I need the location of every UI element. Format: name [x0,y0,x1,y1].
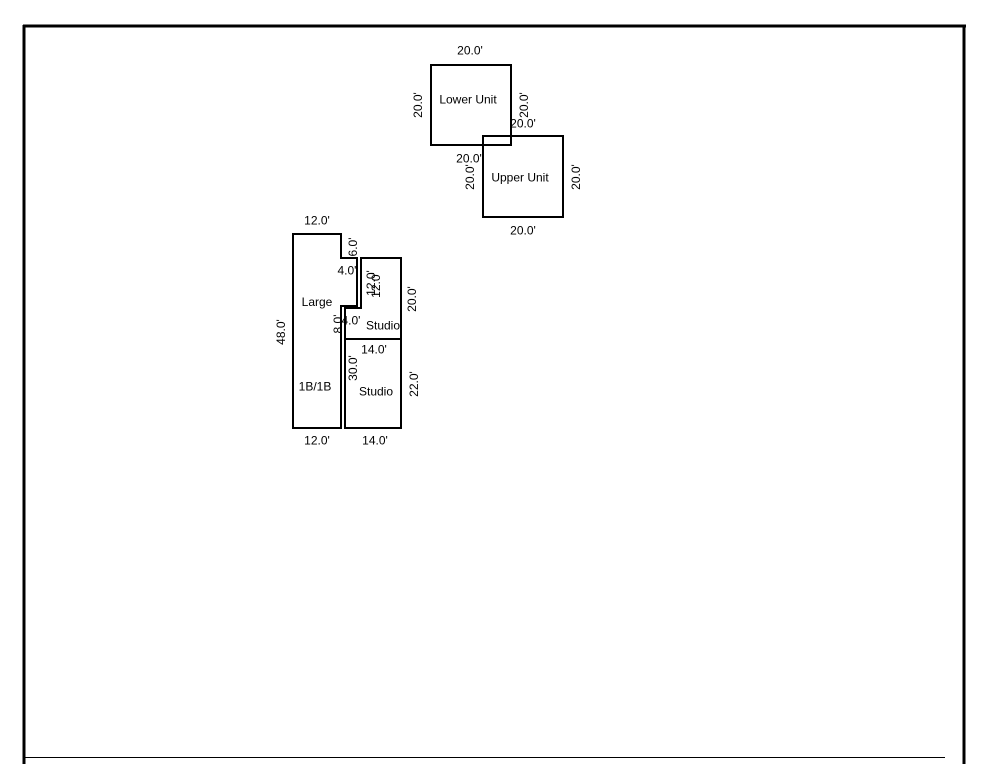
studio-upper-dim-right: 20.0' [405,286,419,312]
studio-lower-dim-bottom: 14.0' [362,434,388,448]
studio-lower-label: Studio [359,385,393,399]
large-unit-dim-bottom: 12.0' [304,434,330,448]
upper-unit-dim-left: 20.0' [463,164,477,190]
studio-upper-dim-bottom: 14.0' [361,343,387,357]
large-unit-dim-left: 48.0' [274,319,288,345]
upper-unit-dim-right: 20.0' [569,164,583,190]
upper-unit-dim-bottom: 20.0' [510,224,536,238]
upper-unit-label: Upper Unit [491,171,549,185]
studio-upper-label: Studio [366,319,400,333]
large-unit-dim-notch-depth: 6.0' [346,238,360,257]
large-unit-dim-notch-width: 4.0' [338,264,357,278]
large-unit-dim-top: 12.0' [304,214,330,228]
studio-lower-dim-left: 30.0' [346,355,360,381]
large-unit-dim-inner-a: 8.0' [331,315,345,334]
large-unit-label-line2: 1B/1B [299,380,332,394]
large-unit-label-line1: Large [302,295,333,309]
studio-upper-unit: Studio 20.0' 12.0' 12.0' 14.0' [344,257,419,357]
studio-upper-dim-left-b: 12.0' [369,272,383,298]
lower-unit-dim-right: 20.0' [517,92,531,118]
studio-lower-outline [344,338,402,429]
studio-upper-dim-left-a: 12.0' [364,270,378,296]
large-unit-dim-inner-b: 4.0' [342,314,361,328]
studio-lower-unit: Studio 22.0' 30.0' 14.0' [344,338,421,448]
lower-unit-outline [430,64,512,146]
upper-unit-dim-top: 20.0' [510,117,536,131]
lower-unit-label: Lower Unit [439,93,497,107]
large-unit: Large 1B/1B 12.0' 48.0' 12.0' 6.0' 4.0' … [274,214,360,448]
lower-unit-dim-bottom: 20.0' [456,152,482,166]
studio-lower-dim-right: 22.0' [407,371,421,397]
lower-unit-dim-top: 20.0' [457,44,483,58]
lower-unit-dim-left: 20.0' [411,92,425,118]
large-unit-outline [292,233,358,429]
lower-unit: Lower Unit 20.0' 20.0' 20.0' 20.0' [411,44,531,166]
upper-unit-outline [482,135,564,218]
upper-unit: Upper Unit 20.0' 20.0' 20.0' 20.0' [463,117,583,238]
